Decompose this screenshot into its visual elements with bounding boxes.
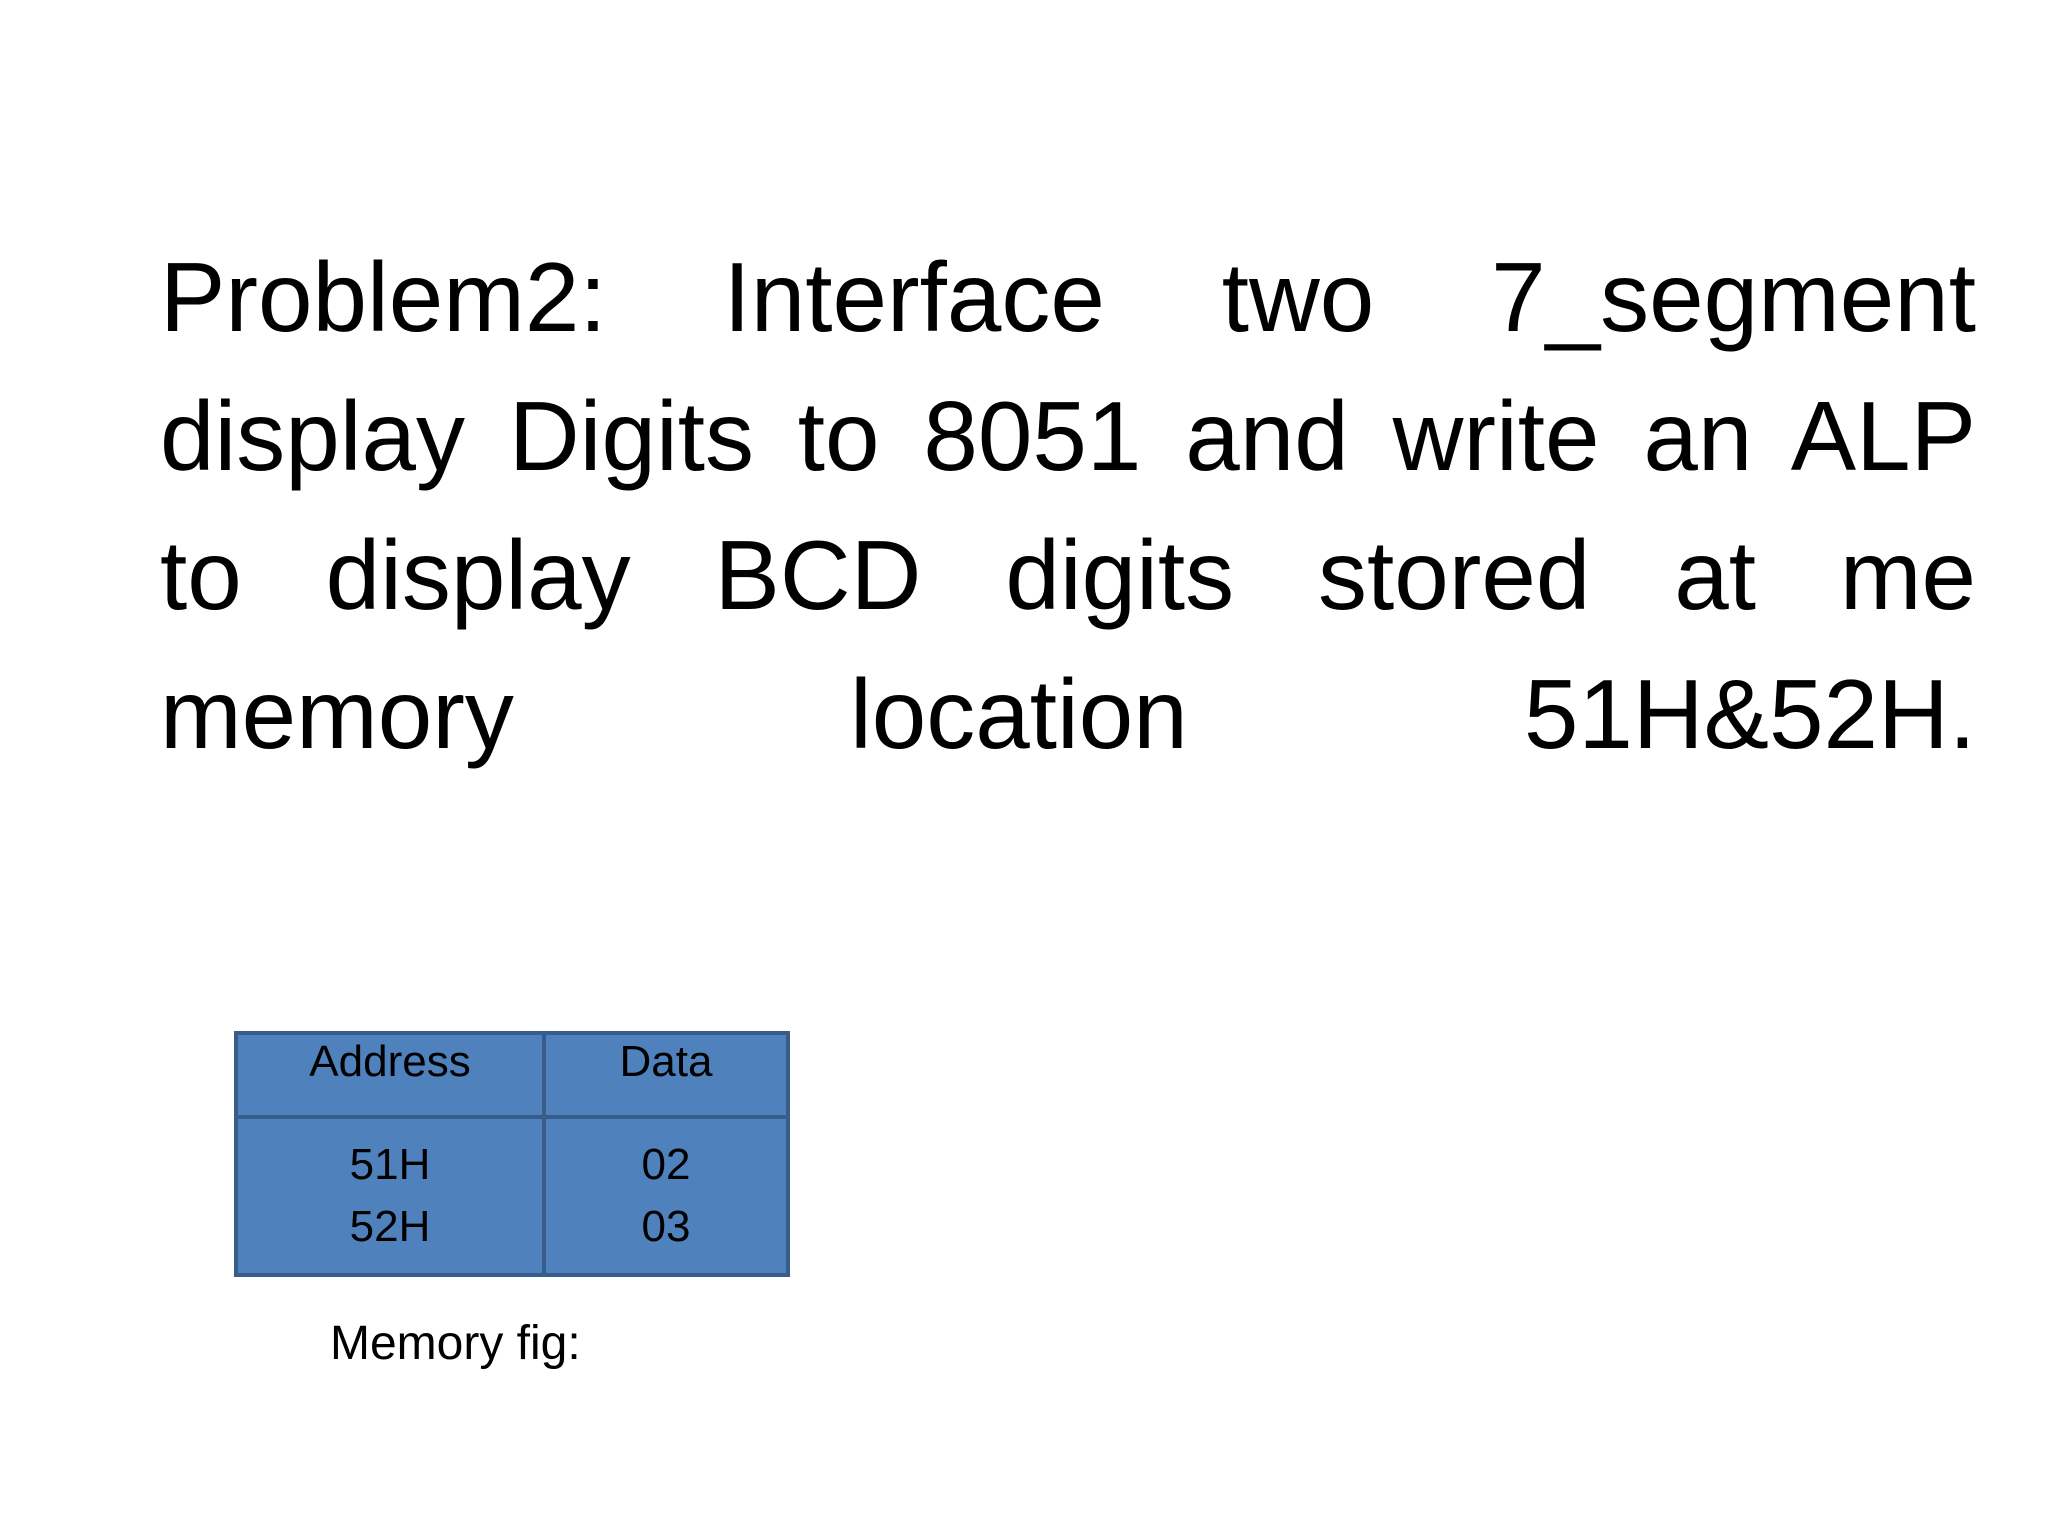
problem-line-2: display Digits to 8051 and write an ALP (160, 381, 1976, 491)
data-value: 03 (641, 1202, 691, 1251)
problem-line-3: to display BCD digits stored at me (160, 520, 1976, 630)
data-column-header: Data (542, 1031, 790, 1119)
data-cell: 02 03 (542, 1115, 790, 1277)
address-column-header: Address (233, 1031, 547, 1119)
address-value: 52H (349, 1202, 431, 1251)
problem-statement: Problem2: Interface two 7_segment displa… (160, 228, 1976, 784)
table-header-row: Address Data (233, 1031, 790, 1119)
problem-line-4: memory location 51H&52H. (160, 659, 1976, 769)
data-value: 02 (641, 1140, 691, 1189)
problem-line-1: Problem2: Interface two 7_segment (160, 242, 1976, 352)
memory-table: Address Data 51H 52H 02 03 (233, 1031, 790, 1277)
address-value: 51H (349, 1140, 431, 1189)
memory-fig-caption: Memory fig: (330, 1317, 581, 1370)
address-cell: 51H 52H (233, 1115, 547, 1277)
table-row: 51H 52H 02 03 (233, 1115, 790, 1277)
